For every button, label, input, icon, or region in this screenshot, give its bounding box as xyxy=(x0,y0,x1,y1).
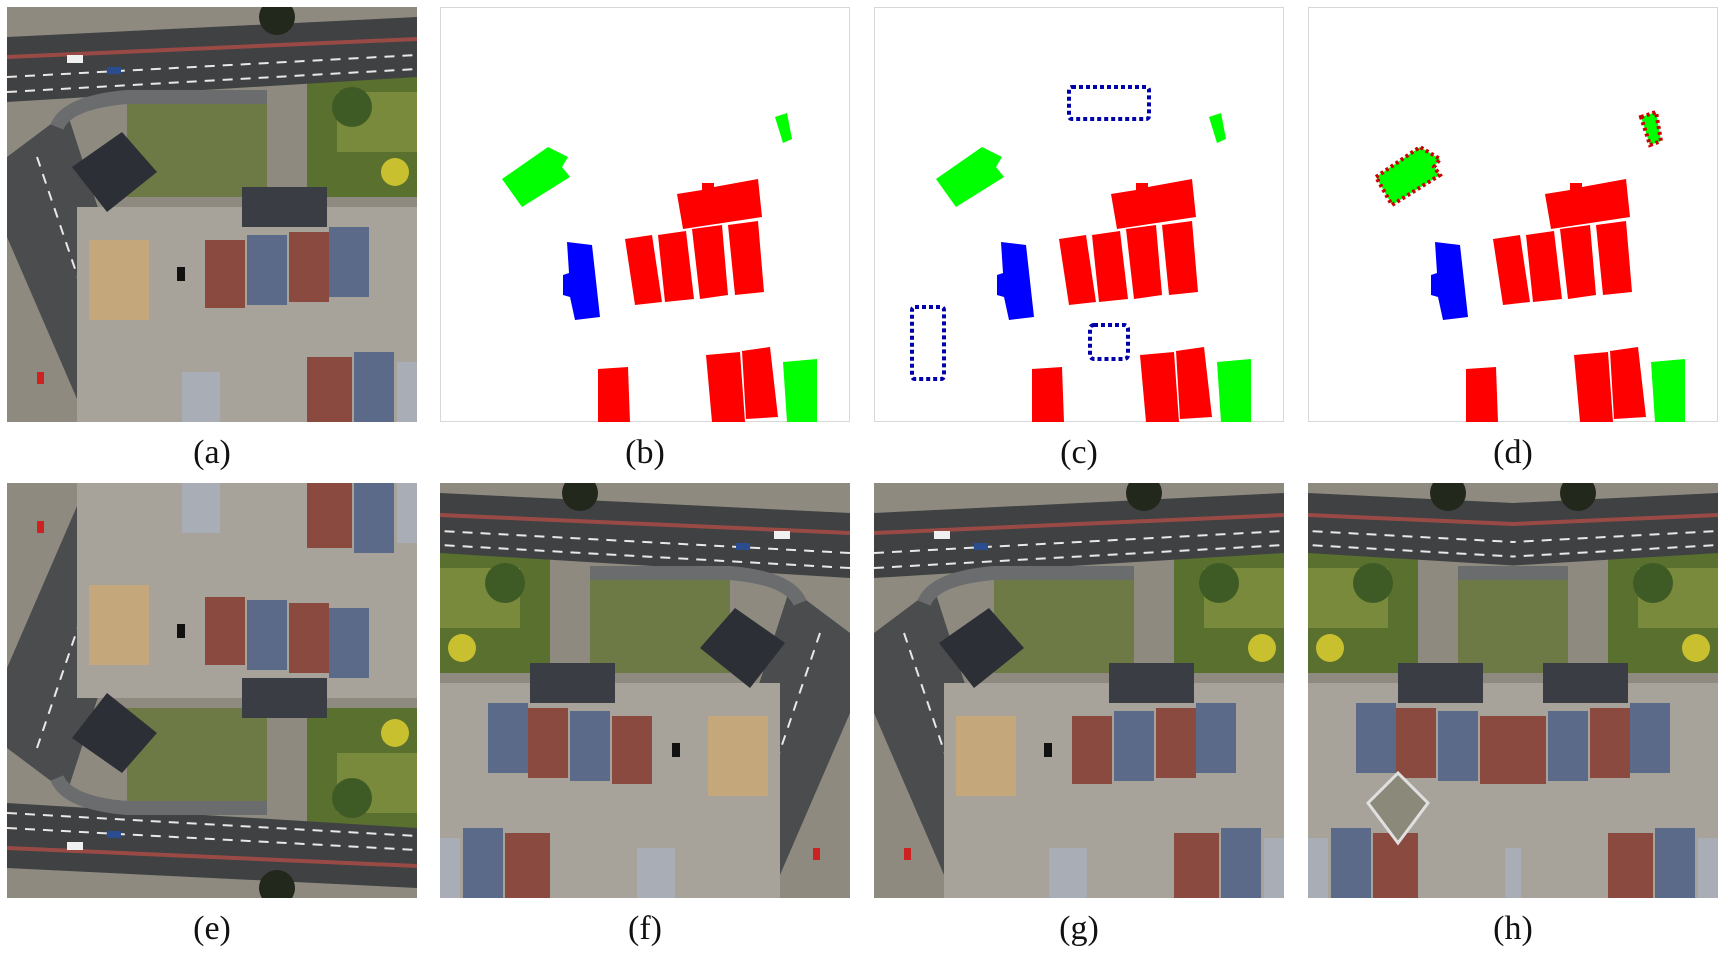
added-outline-2 xyxy=(1638,109,1664,148)
caption-d: (d) xyxy=(1493,434,1533,471)
aerial-image-f-rotated xyxy=(440,483,850,898)
building-blue xyxy=(563,242,600,320)
building-green-3 xyxy=(783,359,817,422)
caption-g: (g) xyxy=(1059,910,1099,947)
building-red-3 xyxy=(692,225,728,299)
building-red-4 xyxy=(728,221,764,295)
added-outline-1 xyxy=(1373,144,1443,208)
dropped-box-2 xyxy=(910,305,946,381)
dropped-box-3 xyxy=(1088,323,1130,361)
caption-e: (e) xyxy=(193,910,231,947)
building-red-roof xyxy=(677,179,762,229)
aerial-image-e-vertical-flip xyxy=(7,483,417,898)
aerial-image-g xyxy=(874,483,1284,898)
building-red-6 xyxy=(706,352,745,422)
label-mask-c xyxy=(874,7,1284,422)
building-red-2 xyxy=(658,231,694,302)
caption-h: (h) xyxy=(1493,910,1533,947)
dropped-box-1 xyxy=(1067,85,1151,121)
building-red-1 xyxy=(625,235,662,305)
label-mask-b xyxy=(440,7,850,422)
building-red-5 xyxy=(598,367,630,422)
label-mask-d xyxy=(1308,7,1718,422)
caption-f: (f) xyxy=(628,910,662,947)
aerial-image-h-mosaic xyxy=(1308,483,1718,898)
building-red-7 xyxy=(742,347,778,419)
caption-a: (a) xyxy=(193,434,231,471)
caption-c: (c) xyxy=(1060,434,1098,471)
building-green-2 xyxy=(775,113,792,143)
caption-b: (b) xyxy=(625,434,665,471)
building-green-1 xyxy=(502,147,570,207)
aerial-image-a xyxy=(7,7,417,422)
